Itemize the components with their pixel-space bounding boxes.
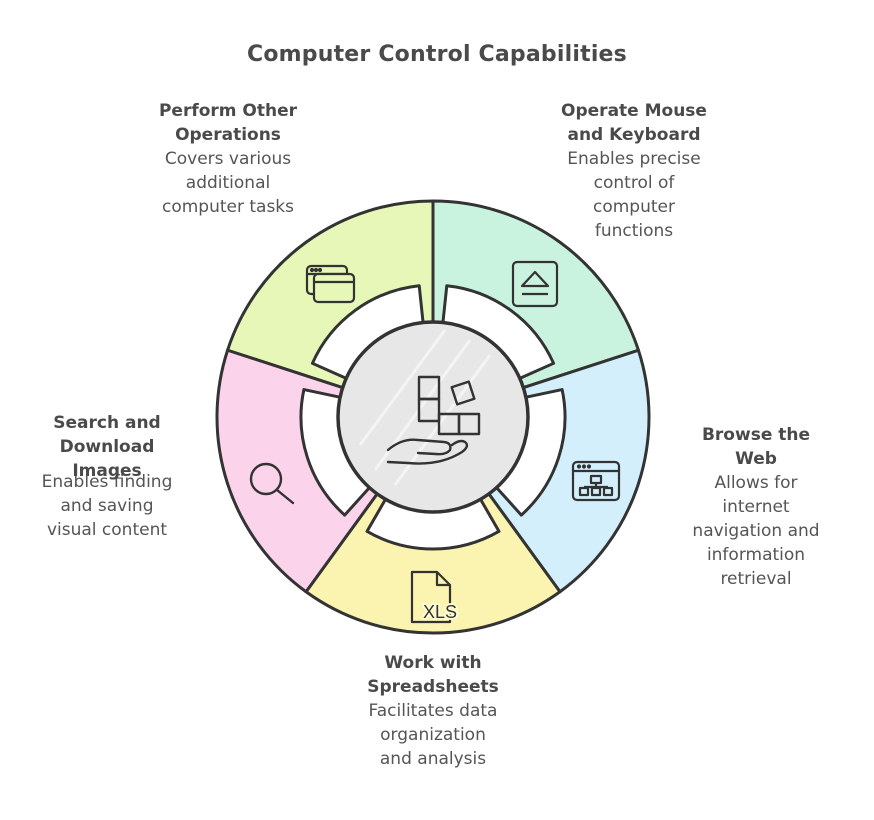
label-description: Covers various additional computer tasks xyxy=(161,149,295,217)
label-heading: Browse the Web xyxy=(701,425,811,469)
label-heading: Work with Spreadsheets xyxy=(367,653,499,697)
label-perform-other: Perform Other Operations Covers various … xyxy=(128,99,328,219)
label-description: Enables precise control of computer func… xyxy=(567,149,701,241)
label-heading: Perform Other Operations xyxy=(158,101,298,145)
label-browse-web: Browse the Web Allows for internet navig… xyxy=(666,423,846,591)
search-icon xyxy=(249,462,295,505)
inner-ring xyxy=(299,284,567,551)
eject-icon xyxy=(511,260,559,308)
label-mouse-keyboard: Operate Mouse and Keyboard Enables preci… xyxy=(534,99,734,243)
label-spreadsheets: Work with Spreadsheets Facilitates data … xyxy=(333,651,533,771)
windows-icon xyxy=(305,264,356,304)
sitemap-browser-icon xyxy=(571,460,621,502)
xls-label: XLS xyxy=(423,602,457,622)
hand-blocks-icon xyxy=(386,375,481,465)
label-heading: Operate Mouse and Keyboard xyxy=(561,101,707,145)
label-search-images: Search and Download Images Enables findi… xyxy=(12,411,202,542)
label-description: Allows for internet navigation and infor… xyxy=(692,473,820,589)
label-description: Enables finding and saving visual conten… xyxy=(41,472,173,540)
label-heading: Search and Download Images xyxy=(53,413,161,481)
xls-file-icon: XLS xyxy=(410,570,459,624)
label-description: Facilitates data organization and analys… xyxy=(368,701,498,769)
center-hub xyxy=(336,320,530,514)
diagram-title: Computer Control Capabilities xyxy=(247,42,627,67)
